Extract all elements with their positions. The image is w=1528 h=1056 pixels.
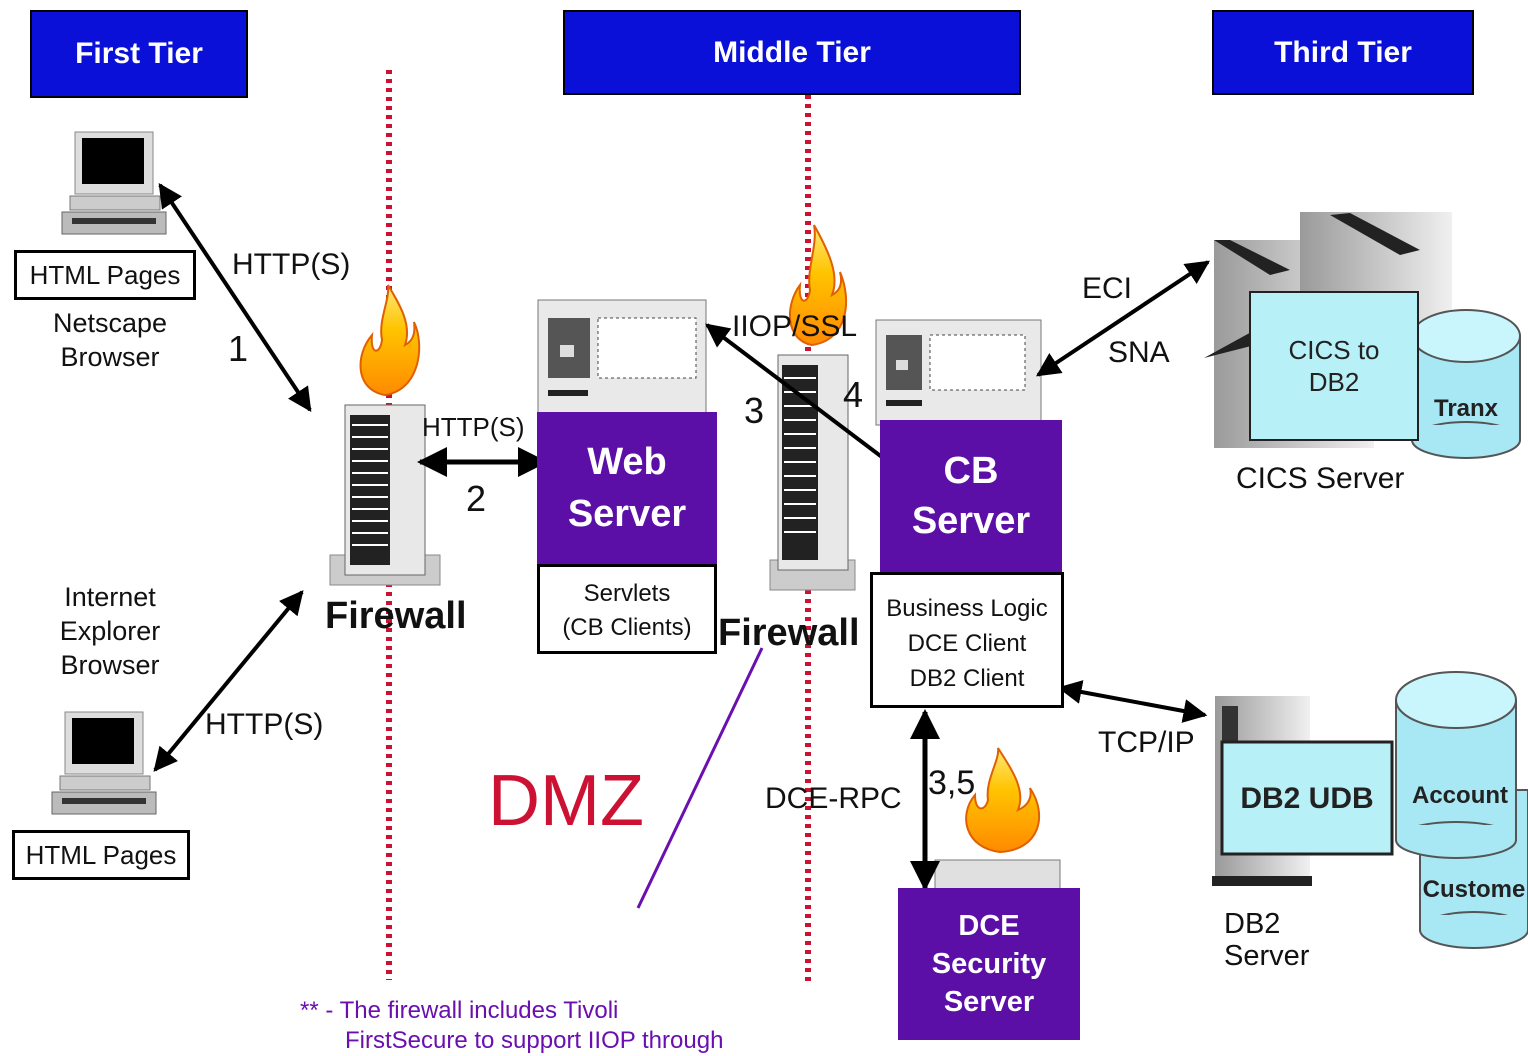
ie-html-pages-box: HTML Pages bbox=[12, 830, 190, 880]
flame-icon-dce bbox=[965, 747, 1041, 854]
cics-server-label: CICS Server bbox=[1236, 462, 1405, 495]
netscape-label-line2: Browser bbox=[60, 342, 160, 372]
http-label-bottom: HTTP(S) bbox=[205, 708, 324, 741]
sna-label: SNA bbox=[1108, 336, 1170, 369]
dce-server-line1: DCE bbox=[958, 910, 1020, 942]
account-label: Account bbox=[1412, 782, 1508, 809]
cics-to-db2-box bbox=[1249, 291, 1419, 441]
servlets-box: Servlets (CB Clients) bbox=[537, 564, 717, 654]
flame-icon-right bbox=[788, 224, 847, 347]
arrow-netscape-firewall bbox=[158, 183, 312, 412]
business-logic-line3: DB2 Client bbox=[909, 665, 1025, 692]
tranx-label: Tranx bbox=[1433, 395, 1499, 422]
dmz-pointer-line bbox=[636, 647, 764, 909]
dce-security-server-box: DCE Security Server bbox=[898, 888, 1080, 1040]
netscape-label-line1: Netscape bbox=[52, 308, 168, 338]
web-server-tower-icon bbox=[537, 299, 707, 416]
ie-label-line1: Internet bbox=[64, 582, 156, 612]
footnote-line2: FirstSecure to support IIOP through bbox=[345, 1027, 724, 1054]
middle-tier-header: Middle Tier bbox=[563, 10, 1021, 95]
cics-box-line1: CICS to bbox=[1288, 335, 1380, 365]
netscape-html-pages-box: HTML Pages bbox=[14, 250, 196, 300]
dce-rpc-label: DCE-RPC bbox=[765, 782, 902, 815]
netscape-browser-label: Netscape Browser bbox=[20, 306, 200, 374]
dmz-label: DMZ bbox=[488, 761, 644, 841]
firewall-tower-left-icon bbox=[329, 404, 441, 586]
footnote-line1: ** - The firewall includes Tivoli bbox=[300, 997, 619, 1024]
ie-label-line3: Browser bbox=[60, 650, 160, 680]
db2-udb-label: DB2 UDB bbox=[1240, 782, 1374, 815]
firewall-label-right: Firewall bbox=[718, 612, 860, 654]
step-1-label: 1 bbox=[228, 328, 249, 369]
tranx-database-icon bbox=[1411, 309, 1521, 459]
eci-label: ECI bbox=[1082, 272, 1133, 305]
ie-browser-label: Internet Explorer Browser bbox=[20, 580, 200, 682]
db2-server-line1: DB2 bbox=[1224, 908, 1281, 940]
iiop-ssl-label: IIOP/SSL bbox=[732, 310, 858, 343]
account-database-icon bbox=[1395, 671, 1517, 859]
arrow-cb-cics bbox=[1036, 260, 1210, 377]
step-2-label: 2 bbox=[466, 478, 487, 519]
ie-computer-icon bbox=[51, 711, 157, 815]
footnote: ** - The firewall includes Tivoli FirstS… bbox=[300, 996, 723, 1056]
cics-to-db2-label: CICS to DB2 bbox=[1250, 334, 1418, 398]
custome-label: Custome bbox=[1422, 876, 1526, 903]
dce-server-line3: Server bbox=[943, 986, 1035, 1018]
firewall-label-left: Firewall bbox=[325, 595, 467, 637]
db2-server-label: DB2 Server bbox=[1224, 908, 1309, 972]
arrow-ie-firewall bbox=[153, 590, 304, 772]
business-logic-line1: Business Logic bbox=[886, 595, 1048, 622]
cb-server-line1: CB bbox=[943, 450, 999, 492]
step-3-5-label: 3,5 bbox=[928, 764, 976, 802]
servlets-line2: (CB Clients) bbox=[562, 614, 692, 641]
netscape-computer-icon bbox=[61, 131, 167, 235]
http-label-top: HTTP(S) bbox=[232, 248, 351, 281]
web-server-line1: Web bbox=[587, 441, 667, 483]
http-label-web: HTTP(S) bbox=[422, 412, 525, 442]
web-server-line2: Server bbox=[567, 493, 687, 535]
servlets-line1: Servlets bbox=[583, 580, 671, 607]
step-3-label: 3 bbox=[744, 390, 765, 431]
web-server-box: Web Server bbox=[537, 412, 717, 564]
step-4-label: 4 bbox=[843, 374, 864, 415]
business-logic-line2: DCE Client bbox=[907, 630, 1027, 657]
flame-icon-left bbox=[359, 284, 421, 397]
business-logic-box: Business Logic DCE Client DB2 Client bbox=[870, 572, 1064, 708]
cics-box-line2: DB2 bbox=[1308, 367, 1360, 397]
cb-server-tower-icon bbox=[875, 319, 1042, 426]
tcpip-label: TCP/IP bbox=[1098, 726, 1195, 759]
cb-server-line2: Server bbox=[911, 500, 1031, 542]
dce-server-line2: Security bbox=[931, 948, 1047, 980]
first-tier-header: First Tier bbox=[30, 10, 248, 98]
cb-server-box: CB Server bbox=[880, 420, 1062, 572]
ie-label-line2: Explorer bbox=[59, 616, 161, 646]
third-tier-header: Third Tier bbox=[1212, 10, 1474, 95]
db2-udb-box bbox=[1220, 740, 1394, 856]
db2-server-line2: Server bbox=[1224, 940, 1310, 972]
arrow-cb-db2 bbox=[1057, 680, 1208, 723]
